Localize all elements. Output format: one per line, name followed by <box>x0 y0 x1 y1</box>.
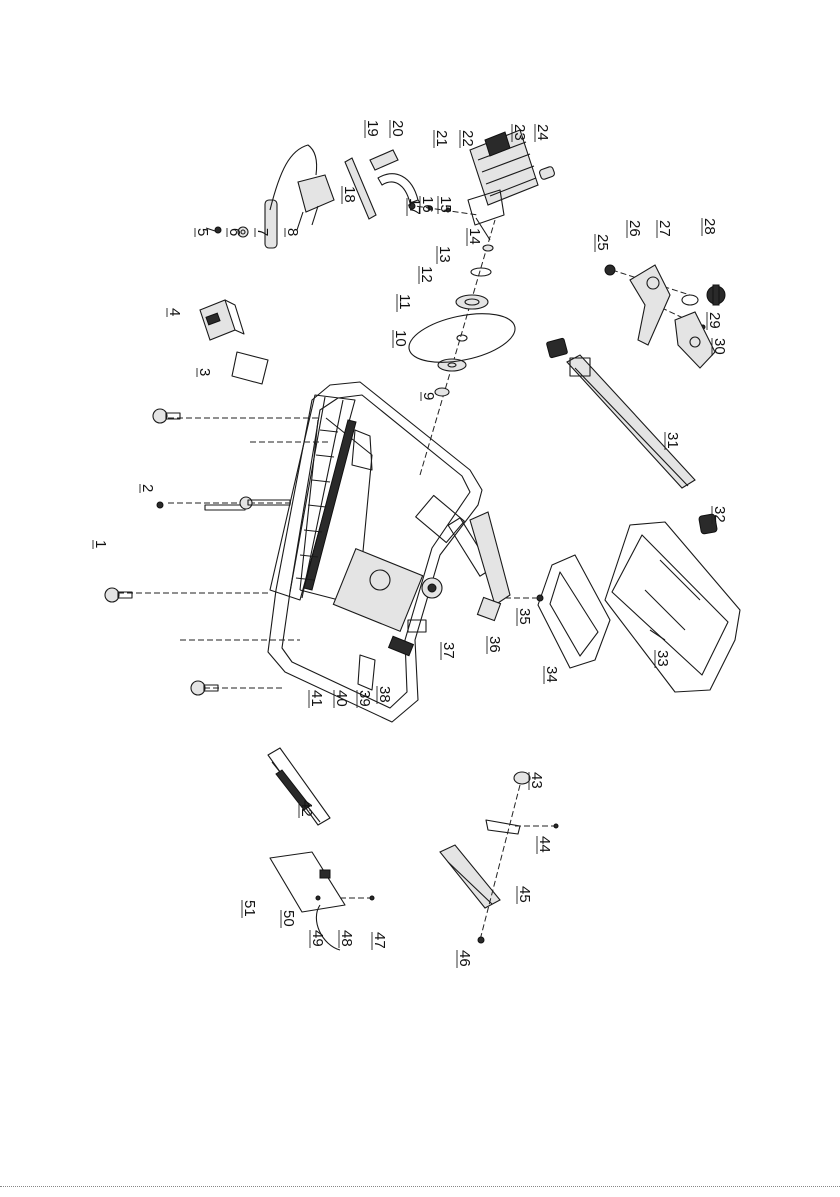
callout-50: 50 <box>280 910 297 927</box>
callout-32: 32 <box>711 506 728 523</box>
callout-6: 6 <box>226 228 243 236</box>
callout-27: 27 <box>656 220 673 237</box>
callout-39: 39 <box>356 690 373 707</box>
callout-31: 31 <box>664 432 681 449</box>
spring-24 <box>539 166 556 180</box>
callout-3: 3 <box>196 368 213 376</box>
washer-13 <box>471 268 491 276</box>
callout-33: 33 <box>654 650 671 667</box>
nut-46 <box>478 937 484 943</box>
callout-30: 30 <box>711 338 728 355</box>
callout-42: 42 <box>298 800 315 817</box>
switch-4 <box>200 300 244 340</box>
box-51 <box>270 852 345 912</box>
guide-35 <box>470 512 543 605</box>
callout-4: 4 <box>166 308 183 316</box>
callout-17: 17 <box>406 198 423 215</box>
callout-13: 13 <box>436 246 453 263</box>
callout-46: 46 <box>456 950 473 967</box>
base-tray <box>268 382 492 722</box>
callout-20: 20 <box>389 120 406 137</box>
callout-7: 7 <box>254 228 271 236</box>
bracket-44 <box>486 820 558 834</box>
tray-34 <box>538 555 610 668</box>
key-14 <box>483 245 493 251</box>
flange-12 <box>456 295 488 309</box>
callout-25: 25 <box>594 234 611 251</box>
blade-11 <box>405 305 520 370</box>
left-rail <box>270 395 356 600</box>
clip-19 <box>370 150 398 170</box>
callout-48: 48 <box>338 930 355 947</box>
callout-1: 1 <box>92 540 109 548</box>
callout-49: 49 <box>309 930 326 947</box>
fence-31 <box>546 338 695 488</box>
power-plug-8 <box>270 145 334 230</box>
blade-axis <box>420 220 495 475</box>
callout-2: 2 <box>139 484 156 492</box>
callout-11: 11 <box>396 294 413 310</box>
switch-cover-3 <box>232 352 268 384</box>
callout-35: 35 <box>516 608 533 625</box>
callout-40: 40 <box>333 690 350 707</box>
callout-18: 18 <box>341 186 358 203</box>
callout-45: 45 <box>516 886 533 903</box>
callout-29: 29 <box>706 312 723 329</box>
callout-28: 28 <box>701 218 718 235</box>
nut-43 <box>514 772 530 784</box>
callout-43: 43 <box>528 772 545 789</box>
callout-24: 24 <box>534 124 551 141</box>
extension-table-33 <box>605 522 740 692</box>
page-edge-dots <box>0 1186 840 1187</box>
callout-44: 44 <box>536 836 553 853</box>
callout-23: 23 <box>511 124 528 141</box>
callout-12: 12 <box>418 266 435 283</box>
callout-38: 38 <box>376 686 393 703</box>
callout-14: 14 <box>466 228 483 245</box>
callout-26: 26 <box>626 220 643 237</box>
motor-23 <box>468 130 538 240</box>
nut-25 <box>605 265 615 275</box>
callout-15: 15 <box>437 196 454 213</box>
axis-43-46 <box>480 785 520 940</box>
callout-9: 9 <box>420 392 437 400</box>
callout-21: 21 <box>433 130 450 147</box>
guard-26 <box>630 265 670 345</box>
callout-22: 22 <box>459 130 476 147</box>
callout-51: 51 <box>241 900 258 917</box>
callout-37: 37 <box>440 642 457 659</box>
callout-47: 47 <box>371 932 388 949</box>
callout-36: 36 <box>486 636 503 653</box>
callout-19: 19 <box>364 120 381 137</box>
callout-41: 41 <box>308 690 325 707</box>
knob-top <box>153 409 180 423</box>
callout-8: 8 <box>284 228 301 236</box>
callout-34: 34 <box>543 666 560 683</box>
knob-37 <box>422 578 442 598</box>
callout-10: 10 <box>392 330 409 347</box>
washer-27 <box>682 295 698 305</box>
knob-1 <box>105 588 132 602</box>
knob-28 <box>707 285 725 305</box>
callout-5: 5 <box>194 228 211 236</box>
